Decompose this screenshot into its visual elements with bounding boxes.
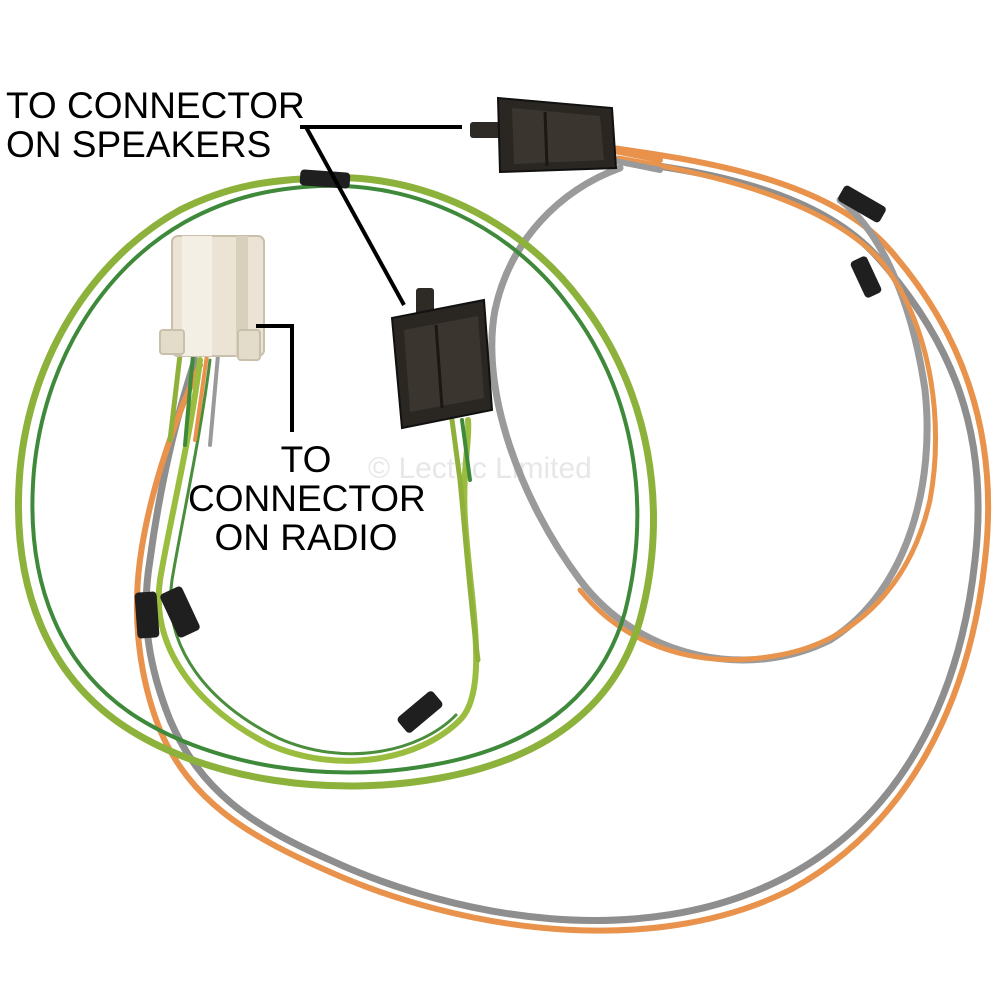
green-wire-loop	[15, 173, 657, 790]
label-line: ON SPEAKERS	[6, 124, 272, 165]
radio-connector	[159, 235, 265, 361]
watermark: © Lectric Limited	[368, 452, 592, 485]
speaker-connector-center	[390, 288, 494, 430]
speaker-connector-top	[470, 96, 618, 174]
label-to-connector-on-radio: TO CONNECTOR ON RADIO	[188, 439, 426, 558]
label-line: TO	[280, 439, 332, 480]
tape-wrap	[838, 185, 886, 223]
leader-line-speakers-center	[304, 126, 406, 306]
leader-line-radio	[256, 324, 294, 432]
tape-wrap	[160, 586, 200, 638]
tape-wraps	[134, 169, 886, 733]
tape-wrap	[134, 591, 160, 639]
label-to-connector-on-speakers: TO CONNECTOR ON SPEAKERS	[6, 86, 305, 164]
label-line: CONNECTOR	[188, 478, 426, 519]
tape-wrap	[850, 256, 882, 298]
tape-wrap	[397, 691, 443, 733]
leader-lines	[256, 125, 462, 432]
label-line: ON RADIO	[214, 517, 398, 558]
label-line: TO CONNECTOR	[6, 85, 305, 126]
